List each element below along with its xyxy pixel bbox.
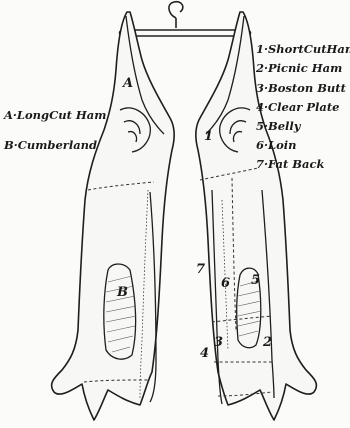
cut-label-2: 2 — [262, 335, 272, 350]
cut-label-b: B — [116, 285, 128, 300]
cut-label-6: 6 — [221, 276, 230, 291]
numbered-legend: 1·ShortCutHam 2·Picnic Ham 3·Boston Butt… — [255, 42, 350, 171]
left-side — [52, 12, 175, 420]
legend-item-b: B·Cumberland — [3, 138, 97, 152]
cut-label-5: 5 — [251, 273, 260, 288]
legend-item-6: 6·Loin — [256, 138, 297, 152]
legend-item-4: 4·Clear Plate — [256, 100, 339, 114]
cut-label-a: A — [121, 76, 133, 91]
cut-label-4: 4 — [200, 346, 209, 361]
legend-item-3: 3·Boston Butt — [256, 81, 347, 95]
cut-label-1: 1 — [204, 129, 213, 144]
legend-item-7: 7·Fat Back — [256, 157, 324, 171]
cut-label-7: 7 — [196, 262, 205, 277]
hanger — [120, 2, 251, 36]
legend-item-5: 5·Belly — [256, 119, 302, 133]
cut-label-3: 3 — [214, 335, 223, 350]
legend-item-1: 1·ShortCutHam — [256, 42, 350, 56]
lettered-legend: A·LongCut Ham B·Cumberland — [3, 108, 106, 152]
legend-item-2: 2·Picnic Ham — [255, 61, 342, 75]
legend-item-a: A·LongCut Ham — [3, 108, 106, 122]
